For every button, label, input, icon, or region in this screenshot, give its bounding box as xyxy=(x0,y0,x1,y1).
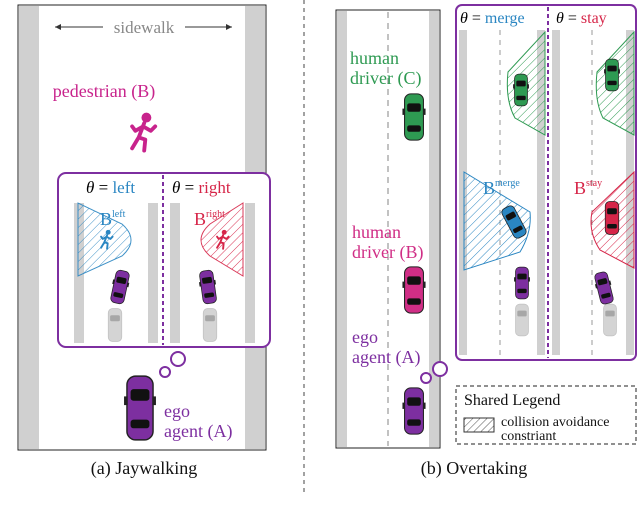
human-b-label-line2: driver (B) xyxy=(352,242,423,263)
ego-ghost-left xyxy=(107,308,123,342)
ego-ghost-right xyxy=(202,308,218,342)
constraint-merge-region xyxy=(463,171,531,271)
caption-b: (b) Overtaking xyxy=(421,458,527,479)
ego-label-a-line2: agent (A) xyxy=(164,421,232,442)
b-left-label: Bleft xyxy=(100,209,126,229)
sidewalk-label: sidewalk xyxy=(114,18,175,37)
b-merge-label: Bmerge xyxy=(483,178,520,198)
legend-title: Shared Legend xyxy=(464,392,560,409)
thought-bubble-large xyxy=(170,351,186,367)
car-c-merge xyxy=(512,73,530,107)
caption-a: (a) Jaywalking xyxy=(91,458,197,479)
ego-label-b-line2: agent (A) xyxy=(352,347,420,368)
legend-box xyxy=(455,385,637,445)
options-box-b xyxy=(455,4,637,361)
human-b-label-line1: human xyxy=(352,222,401,242)
ego-car-a xyxy=(123,375,157,441)
legend-hatch-swatch xyxy=(463,417,495,433)
panel-a: sidewalk pedestrian (B) θ = left θ = rig… xyxy=(17,4,271,479)
sidewalk-strip-left xyxy=(19,6,39,449)
theta-merge-label: θ = merge xyxy=(460,10,525,27)
ego-ghost-stay xyxy=(603,303,617,337)
pedestrian-label: pedestrian (B) xyxy=(53,81,155,102)
theta-stay-label: θ = stay xyxy=(556,10,607,27)
theta-left-label: θ = left xyxy=(86,178,135,197)
car-b-stay xyxy=(604,201,620,235)
human-car-b xyxy=(401,266,427,314)
ego-label-a-line1: ego xyxy=(164,401,190,421)
b-stay-label: Bstay xyxy=(574,178,602,198)
human-c-label-line1: human xyxy=(350,48,399,68)
thought-bubble-b-small xyxy=(420,372,432,384)
legend-item-line1: collision avoidance xyxy=(501,415,609,430)
ego-ghost-merge xyxy=(515,303,529,337)
human-c-label-line2: driver (C) xyxy=(350,68,421,89)
ego-label-b-line1: ego xyxy=(352,327,378,347)
car-c-stay xyxy=(603,58,621,92)
ego-car-merge xyxy=(513,266,531,300)
ego-car-b xyxy=(401,387,427,435)
panel-b: human driver (C) human driver (B) ego ag… xyxy=(335,4,637,479)
b-right-label: Bright xyxy=(194,209,225,229)
human-car-c xyxy=(401,93,427,141)
legend-item-line2: constriant xyxy=(501,429,556,444)
theta-right-label: θ = right xyxy=(172,178,231,197)
thought-bubble-small xyxy=(159,366,171,378)
thought-bubble-b-large xyxy=(432,361,448,377)
